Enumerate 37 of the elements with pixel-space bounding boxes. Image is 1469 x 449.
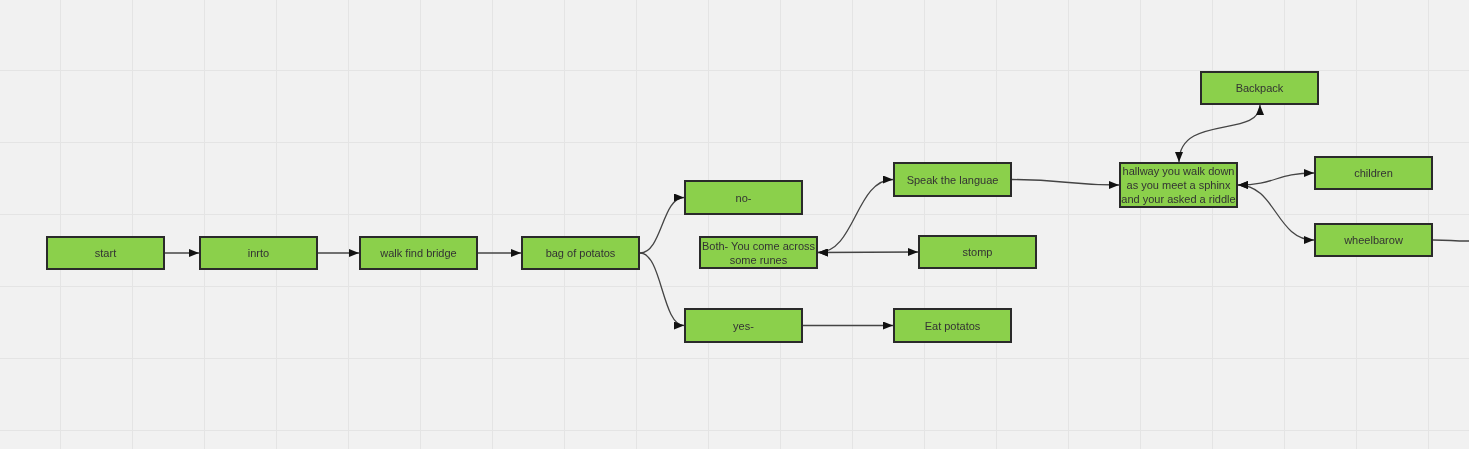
process-box <box>684 180 803 215</box>
arrow <box>164 249 200 257</box>
box-label: Backpack <box>1235 81 1284 95</box>
process-box <box>521 236 640 270</box>
box-label: children <box>1354 166 1393 180</box>
process-box <box>1314 156 1433 190</box>
box-label: hallway you walk down as you meet a sphinx and your asked a riddle <box>1121 164 1236 206</box>
box-label: start <box>94 246 117 260</box>
box-label: bag of potatos <box>545 246 616 260</box>
box-label: Eat potatos <box>924 318 981 333</box>
box-label: inrto <box>247 246 270 260</box>
arrow <box>639 195 685 254</box>
process-box <box>918 235 1037 269</box>
connector-line <box>1432 239 1469 242</box>
process-box <box>684 308 803 343</box>
arrow <box>802 321 894 330</box>
box-label: Speak the languae <box>906 172 999 187</box>
arrow <box>317 249 360 257</box>
process-box <box>893 162 1012 197</box>
box-label: stomp <box>962 245 993 259</box>
arrow <box>1176 104 1262 163</box>
process-box <box>359 236 478 270</box>
box-label: wheelbarow <box>1344 233 1403 247</box>
arrow <box>639 252 685 327</box>
process-box <box>1200 71 1319 105</box>
process-box <box>893 308 1012 343</box>
arrow <box>817 248 919 257</box>
arrow <box>477 249 522 257</box>
arrow <box>1011 178 1120 189</box>
process-box <box>199 236 318 270</box>
process-box <box>1314 223 1433 257</box>
process-box <box>46 236 165 270</box>
box-label: Both- You come across some runes <box>701 238 816 267</box>
box-label: no- <box>735 190 752 205</box>
arrow <box>1237 182 1315 243</box>
box-label: yes- <box>733 318 754 333</box>
box-label: walk find bridge <box>380 246 457 260</box>
